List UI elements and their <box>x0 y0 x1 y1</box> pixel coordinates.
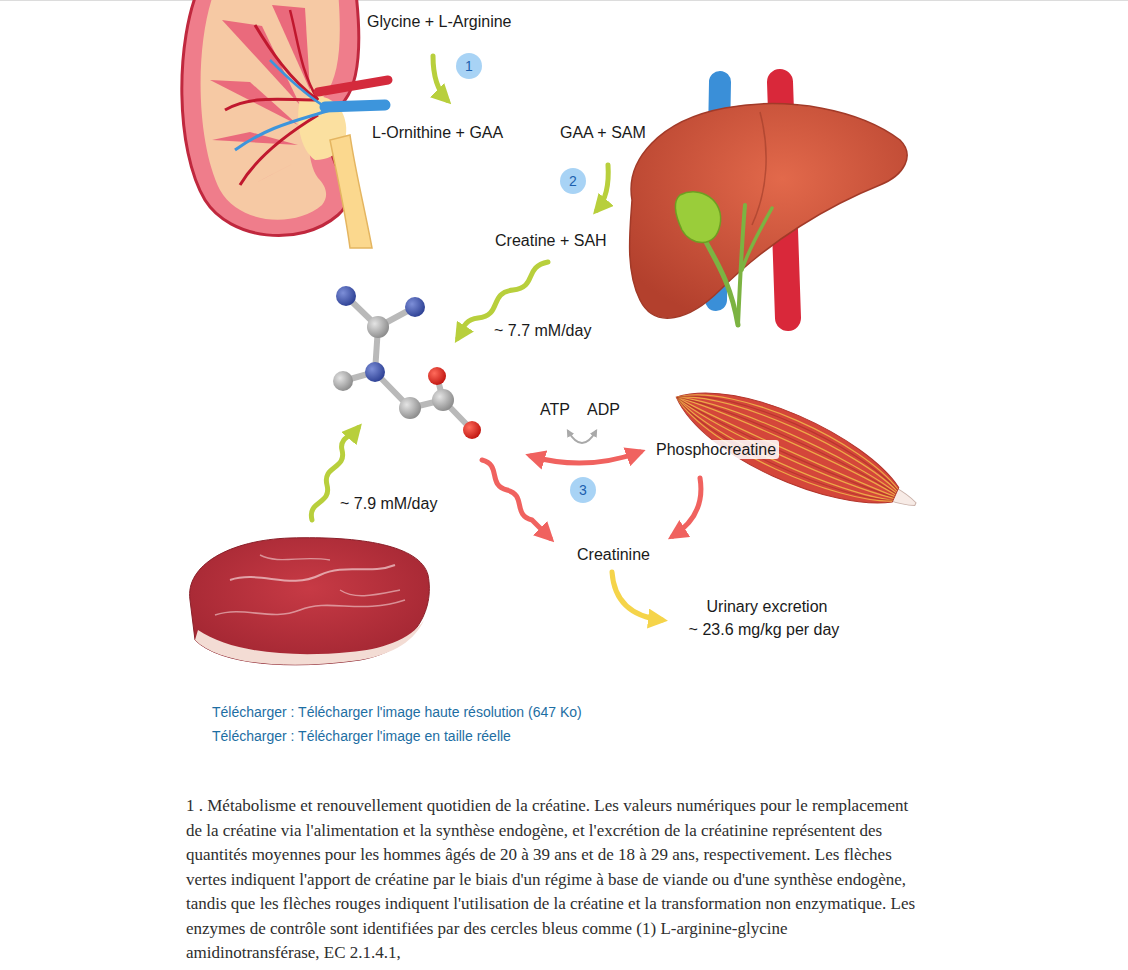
kidney-illustration-part <box>290 10 318 100</box>
liver-illustration-part <box>752 112 766 225</box>
pathway-arrows-part <box>531 452 640 463</box>
creatine-molecule-part <box>428 367 446 385</box>
meat-illustration-part <box>260 555 330 560</box>
creatine-molecule-part <box>336 286 356 306</box>
meat-illustration-part <box>215 600 405 615</box>
kidney-illustration-part <box>325 105 385 107</box>
creatine-molecule-part <box>399 397 421 419</box>
meat-illustration <box>190 538 430 665</box>
liver-illustration-part <box>742 208 772 270</box>
figure-caption: 1 . Métabolisme et renouvellement quotid… <box>186 794 921 966</box>
kidney-illustration <box>182 0 388 248</box>
callout-number: 2 <box>569 173 577 189</box>
creatine-molecule-part <box>367 316 389 338</box>
substrate-label: GAA + SAM <box>560 123 646 142</box>
liver-illustration <box>630 82 907 325</box>
kidney-illustration-part <box>225 99 318 110</box>
rate-label: ~ 23.6 mg/kg per day <box>689 620 840 639</box>
callout-number: 3 <box>579 482 587 498</box>
liver-illustration-part <box>705 240 738 325</box>
creatine-molecule-part <box>333 371 353 391</box>
pathway-arrows-part <box>612 572 662 620</box>
creatine-molecule <box>333 286 481 439</box>
pathway-arrows-part <box>673 478 701 536</box>
rate-label: ~ 7.9 mM/day <box>340 494 437 513</box>
meat-illustration-part <box>190 538 430 665</box>
pathway-arrows-part <box>568 431 596 443</box>
kidney-illustration-part <box>232 160 300 195</box>
product-label: L-Ornithine + GAA <box>372 123 503 142</box>
liver-illustration-part <box>675 192 720 243</box>
product-label: Creatine + SAH <box>495 231 607 250</box>
meat-illustration-part <box>195 620 424 665</box>
kidney-illustration-part <box>318 80 388 92</box>
pathway-arrows-part <box>482 460 550 538</box>
download-link: Télécharger : Télécharger l'image en tai… <box>212 728 511 745</box>
muscle-illustration-part-part <box>676 379 903 495</box>
compound-label: Phosphocreatine <box>653 440 779 459</box>
kidney-illustration-part <box>235 110 330 150</box>
step-number-circle: 1 <box>456 53 482 79</box>
cofactor-label: ATP <box>540 400 570 419</box>
callout-number: 1 <box>465 58 473 74</box>
kidney-illustration-part <box>182 0 359 236</box>
step-number-circle: 2 <box>560 168 586 194</box>
meat-illustration-part <box>340 590 400 596</box>
kidney-illustration-part <box>270 60 330 110</box>
cofactor-label: ADP <box>587 400 620 419</box>
kidney-illustration-part <box>255 25 318 100</box>
kidney-illustration-part <box>330 135 372 248</box>
pathway-arrows <box>311 56 701 620</box>
excretion-label: Urinary excretion <box>707 597 828 616</box>
meat-illustration-part <box>230 565 395 581</box>
creatine-molecule-part <box>463 421 481 439</box>
kidney-illustration-part <box>210 80 298 125</box>
muscle-illustration-part-part <box>676 375 905 494</box>
pathway-arrows-part <box>433 56 447 100</box>
pathway-arrows-part <box>597 165 608 210</box>
creatine-molecule-part <box>365 362 385 382</box>
step-number-circle: 3 <box>570 477 596 503</box>
creatine-molecule-part <box>405 297 425 317</box>
creatine-molecule-part <box>343 296 472 430</box>
top-rule <box>0 0 1128 1</box>
download-link: Télécharger : Télécharger l'image haute … <box>212 704 582 721</box>
creatine-molecule-part <box>432 389 454 411</box>
compound-label: Creatinine <box>577 545 650 564</box>
rate-label: ~ 7.7 mM/day <box>494 321 591 340</box>
liver-illustration-part <box>630 104 907 318</box>
substrate-label: Glycine + L-Arginine <box>367 12 512 31</box>
